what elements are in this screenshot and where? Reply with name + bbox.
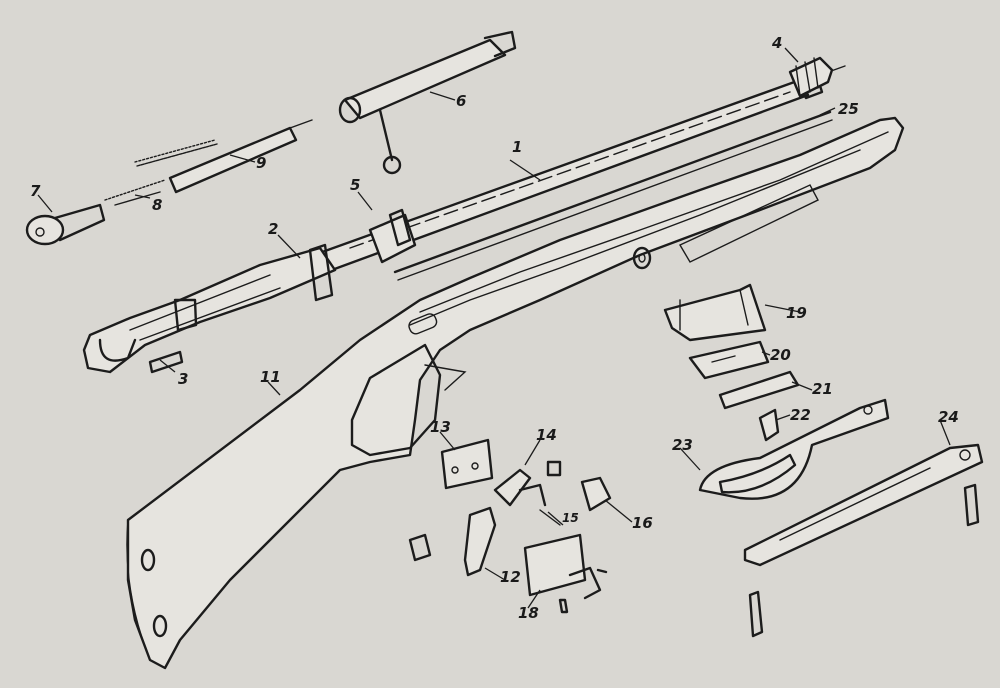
callout-14: 14	[536, 426, 557, 444]
spring-plate-part-21	[718, 370, 800, 410]
callout-18: 18	[518, 604, 539, 622]
housing-part-18	[523, 533, 587, 597]
leader-lines	[37, 47, 951, 609]
callout-11: 11	[260, 368, 281, 386]
callout-12: 12	[500, 568, 521, 586]
callout-5: 5	[350, 176, 360, 194]
magazine-part-19	[663, 283, 767, 342]
bolt-part-6	[338, 30, 517, 175]
callout-23: 23	[672, 436, 693, 454]
callout-4: 4	[771, 34, 782, 52]
receiver-part-2	[82, 243, 337, 374]
part-16	[580, 476, 612, 512]
spring-part-8	[104, 179, 166, 206]
trigger-group	[408, 438, 612, 614]
follower-part-20	[688, 340, 770, 380]
stock-part-11	[126, 116, 905, 670]
callout-8: 8	[152, 196, 162, 214]
plate-part-13	[440, 438, 494, 490]
callout-13: 13	[430, 418, 451, 436]
callout-9: 9	[256, 154, 266, 172]
callout-labels: 1 2 3 4 5 6 7 8 9 11 12 13 14 15 16 18 1…	[30, 34, 959, 622]
cleaning-rod-part-25	[393, 110, 833, 281]
small-part-22	[758, 408, 780, 442]
callout-1: 1	[512, 138, 522, 156]
callout-25: 25	[838, 100, 859, 118]
callout-7: 7	[30, 182, 41, 200]
firing-pin-part-9	[134, 119, 313, 194]
callout-16: 16	[632, 514, 653, 532]
bottom-plate-part-24	[743, 443, 984, 638]
rear-sight-part-5	[368, 208, 417, 264]
front-sight-part-4	[788, 56, 834, 98]
sear-part-14	[493, 468, 532, 507]
callout-21: 21	[812, 380, 833, 398]
callout-24: 24	[938, 408, 959, 426]
callout-15: 15	[562, 511, 579, 525]
callout-3: 3	[178, 370, 188, 388]
callout-20: 20	[770, 346, 791, 364]
callout-22: 22	[790, 406, 811, 424]
trigger-guard-part-23	[698, 398, 890, 500]
pin-part-3	[148, 350, 184, 374]
callout-6: 6	[456, 92, 466, 110]
trigger-part-12	[463, 506, 497, 577]
callout-2: 2	[268, 220, 278, 238]
callout-19: 19	[786, 304, 807, 322]
cocking-piece-part-7	[25, 203, 106, 246]
